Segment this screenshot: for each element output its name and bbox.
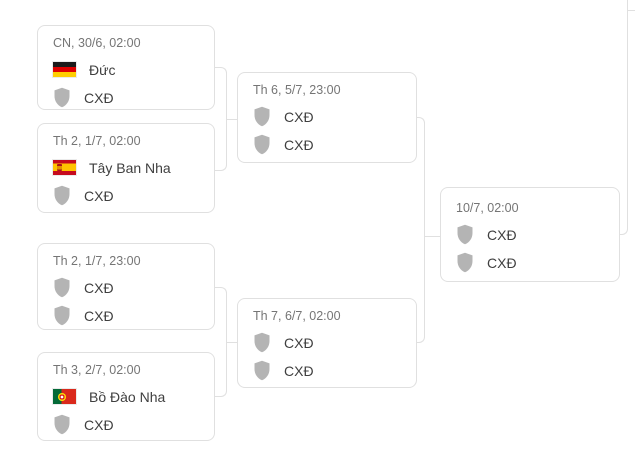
match-card-quarterfinal-2[interactable]: Th 7, 6/7, 02:00 CXĐ CXĐ bbox=[237, 298, 417, 388]
shield-icon bbox=[253, 134, 271, 155]
team-row: CXĐ bbox=[253, 360, 402, 381]
match-card-spain[interactable]: Th 2, 1/7, 02:00 Tây Ban Nha CXĐ bbox=[37, 123, 215, 213]
team-name: CXĐ bbox=[84, 279, 114, 296]
match-datetime: Th 7, 6/7, 02:00 bbox=[253, 309, 341, 323]
team-name: Tây Ban Nha bbox=[89, 159, 171, 176]
shield-icon bbox=[456, 252, 474, 273]
shield-icon bbox=[456, 224, 474, 245]
team-row: Đức bbox=[53, 60, 200, 79]
portugal-crest bbox=[57, 392, 66, 401]
team-row: Bồ Đào Nha bbox=[53, 387, 200, 406]
match-datetime: CN, 30/6, 02:00 bbox=[53, 36, 141, 50]
connector-line bbox=[620, 0, 628, 235]
match-card-portugal[interactable]: Th 3, 2/7, 02:00 Bồ Đào Nha CXĐ bbox=[37, 352, 215, 441]
match-card-germany[interactable]: CN, 30/6, 02:00 Đức CXĐ bbox=[37, 25, 215, 110]
connector-line bbox=[215, 342, 227, 397]
shield-icon bbox=[53, 87, 71, 108]
match-datetime: Th 6, 5/7, 23:00 bbox=[253, 83, 341, 97]
team-name: CXĐ bbox=[84, 187, 114, 204]
team-row: CXĐ bbox=[53, 414, 200, 435]
team-row: Tây Ban Nha bbox=[53, 158, 200, 177]
team-row: CXĐ bbox=[53, 185, 200, 206]
team-row: CXĐ bbox=[253, 332, 402, 353]
connector-line bbox=[215, 287, 227, 343]
shield-icon bbox=[253, 360, 271, 381]
team-name: CXĐ bbox=[84, 89, 114, 106]
portugal-flag-icon bbox=[53, 389, 76, 404]
connector-line bbox=[226, 119, 237, 120]
connector-line bbox=[424, 236, 440, 237]
connector-line bbox=[417, 236, 425, 343]
team-row: CXĐ bbox=[53, 87, 200, 108]
team-name: CXĐ bbox=[487, 254, 517, 271]
connector-line bbox=[627, 10, 635, 11]
spain-crest bbox=[57, 164, 62, 171]
team-name: Đức bbox=[89, 61, 116, 78]
match-card-semifinal[interactable]: 10/7, 02:00 CXĐ CXĐ bbox=[440, 187, 620, 282]
connector-line bbox=[226, 342, 237, 343]
team-name: CXĐ bbox=[284, 362, 314, 379]
shield-icon bbox=[253, 106, 271, 127]
team-name: Bồ Đào Nha bbox=[89, 388, 166, 405]
team-name: CXĐ bbox=[84, 416, 114, 433]
shield-icon bbox=[53, 414, 71, 435]
team-name: CXĐ bbox=[284, 136, 314, 153]
match-card-tbd[interactable]: Th 2, 1/7, 23:00 CXĐ CXĐ bbox=[37, 243, 215, 330]
connector-line bbox=[417, 117, 425, 237]
team-row: CXĐ bbox=[456, 252, 605, 273]
team-row: CXĐ bbox=[53, 305, 200, 326]
match-datetime: Th 3, 2/7, 02:00 bbox=[53, 363, 141, 377]
connector-line bbox=[215, 67, 227, 120]
match-datetime: Th 2, 1/7, 23:00 bbox=[53, 254, 141, 268]
team-row: CXĐ bbox=[253, 134, 402, 155]
team-row: CXĐ bbox=[253, 106, 402, 127]
connector-line bbox=[215, 119, 227, 171]
team-row: CXĐ bbox=[456, 224, 605, 245]
team-name: CXĐ bbox=[84, 307, 114, 324]
spain-flag-icon bbox=[53, 160, 76, 175]
shield-icon bbox=[53, 277, 71, 298]
shield-icon bbox=[253, 332, 271, 353]
germany-flag-icon bbox=[53, 62, 76, 77]
team-name: CXĐ bbox=[487, 226, 517, 243]
team-name: CXĐ bbox=[284, 108, 314, 125]
shield-icon bbox=[53, 305, 71, 326]
match-datetime: Th 2, 1/7, 02:00 bbox=[53, 134, 141, 148]
team-name: CXĐ bbox=[284, 334, 314, 351]
match-card-quarterfinal-1[interactable]: Th 6, 5/7, 23:00 CXĐ CXĐ bbox=[237, 72, 417, 163]
team-row: CXĐ bbox=[53, 277, 200, 298]
shield-icon bbox=[53, 185, 71, 206]
match-datetime: 10/7, 02:00 bbox=[456, 201, 519, 215]
